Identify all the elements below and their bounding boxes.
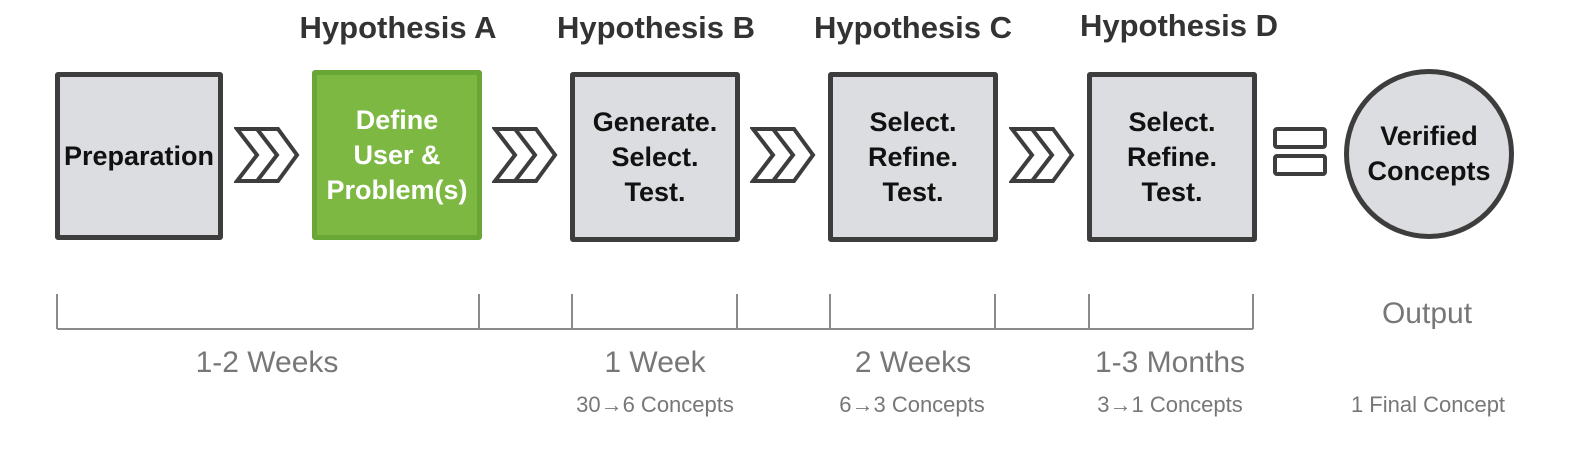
output-label: Output <box>1381 297 1473 330</box>
select-refine-test-box-c: Select. Refine. Test. <box>828 72 998 242</box>
duration-prep-define: 1-2 Weeks <box>195 346 339 379</box>
hypothesis-b-label: Hypothesis B <box>556 10 756 45</box>
double-chevron-right-icon <box>750 127 816 183</box>
double-chevron-right-icon <box>1009 127 1075 183</box>
double-chevron-right-icon <box>234 127 300 183</box>
define-user-problems-box: Define User & Problem(s) <box>312 70 482 240</box>
concepts-hypothesis-b: 30→6 Concepts <box>576 392 734 417</box>
duration-hypothesis-d: 1-3 Months <box>1094 346 1246 379</box>
concepts-output: 1 Final Concept <box>1350 392 1506 417</box>
duration-hypothesis-c: 2 Weeks <box>854 346 972 379</box>
duration-hypothesis-b: 1 Week <box>604 346 706 379</box>
generate-select-test-box: Generate. Select. Test. <box>570 72 740 242</box>
concepts-hypothesis-d: 3→1 Concepts <box>1097 392 1243 417</box>
equals-icon <box>1273 127 1327 176</box>
hypothesis-d-label: Hypothesis D <box>1079 8 1279 43</box>
preparation-box: Preparation <box>55 72 223 240</box>
hypothesis-a-label: Hypothesis A <box>299 10 497 45</box>
concepts-hypothesis-c: 6→3 Concepts <box>839 392 985 417</box>
hypothesis-c-label: Hypothesis C <box>813 10 1013 45</box>
verified-concepts-circle: Verified Concepts <box>1344 69 1514 239</box>
double-chevron-right-icon <box>492 127 558 183</box>
select-refine-test-box-d: Select. Refine. Test. <box>1087 72 1257 242</box>
